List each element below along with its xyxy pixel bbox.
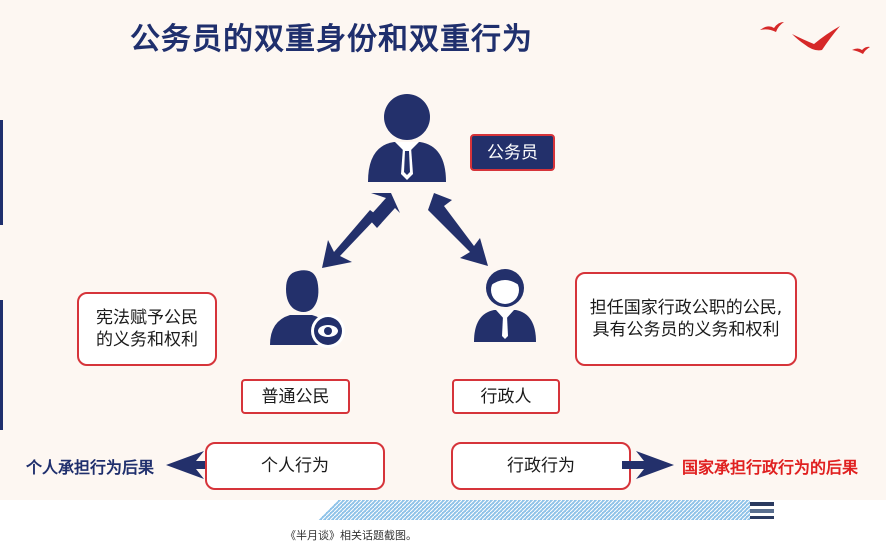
image-caption: 《半月谈》相关话题截图。 xyxy=(285,529,417,542)
decorative-band xyxy=(318,500,774,520)
personal-act-box: 个人行为 xyxy=(205,442,385,490)
arrow-right-icon xyxy=(622,451,674,479)
administrative-act-box: 行政行为 xyxy=(451,442,631,490)
split-arrows xyxy=(322,193,488,268)
personal-act-label: 个人行为 xyxy=(261,456,329,476)
arrow-left-icon xyxy=(166,451,214,479)
arrow-left-down-icon xyxy=(368,193,400,228)
arrow-right-down-icon xyxy=(428,193,488,266)
person-eye-icon xyxy=(270,270,345,348)
constitution-note-line1: 宪法赋予公民 xyxy=(96,308,198,328)
ordinary-citizen-box: 普通公民 xyxy=(241,379,350,414)
administrative-act-label: 行政行为 xyxy=(507,456,575,476)
constitution-note-line2: 的义务和权利 xyxy=(96,330,198,350)
flying-birds xyxy=(760,22,870,54)
slide-background xyxy=(0,0,886,500)
administrator-box: 行政人 xyxy=(452,379,560,414)
administrator-note-line2: 具有公务员的义务和权利 xyxy=(592,320,780,340)
administrator-label: 行政人 xyxy=(480,386,532,407)
civil-servant-label: 公务员 xyxy=(487,142,538,163)
arrow-left-down-shaft xyxy=(322,210,378,268)
constitution-note-box: 宪法赋予公民 的义务和权利 xyxy=(77,292,217,366)
civil-servant-box: 公务员 xyxy=(470,134,555,171)
flying-bird-icon xyxy=(760,22,784,32)
person-tie-icon xyxy=(368,94,446,182)
left-edge-bar-bottom xyxy=(0,300,3,430)
page-title: 公务员的双重身份和双重行为 xyxy=(130,22,533,57)
businessman-icon xyxy=(474,269,536,342)
left-edge-bar-top xyxy=(0,120,3,225)
administrator-note-line1: 担任国家行政公职的公民, xyxy=(589,298,783,318)
flying-bird-icon xyxy=(852,46,870,54)
personal-outcome-label: 个人承担行为后果 xyxy=(26,458,155,477)
ordinary-citizen-label: 普通公民 xyxy=(261,386,330,407)
flying-bird-icon xyxy=(792,26,840,51)
administrator-note-box: 担任国家行政公职的公民, 具有公务员的义务和权利 xyxy=(575,272,797,366)
state-outcome-label: 国家承担行政行为的后果 xyxy=(682,458,859,477)
